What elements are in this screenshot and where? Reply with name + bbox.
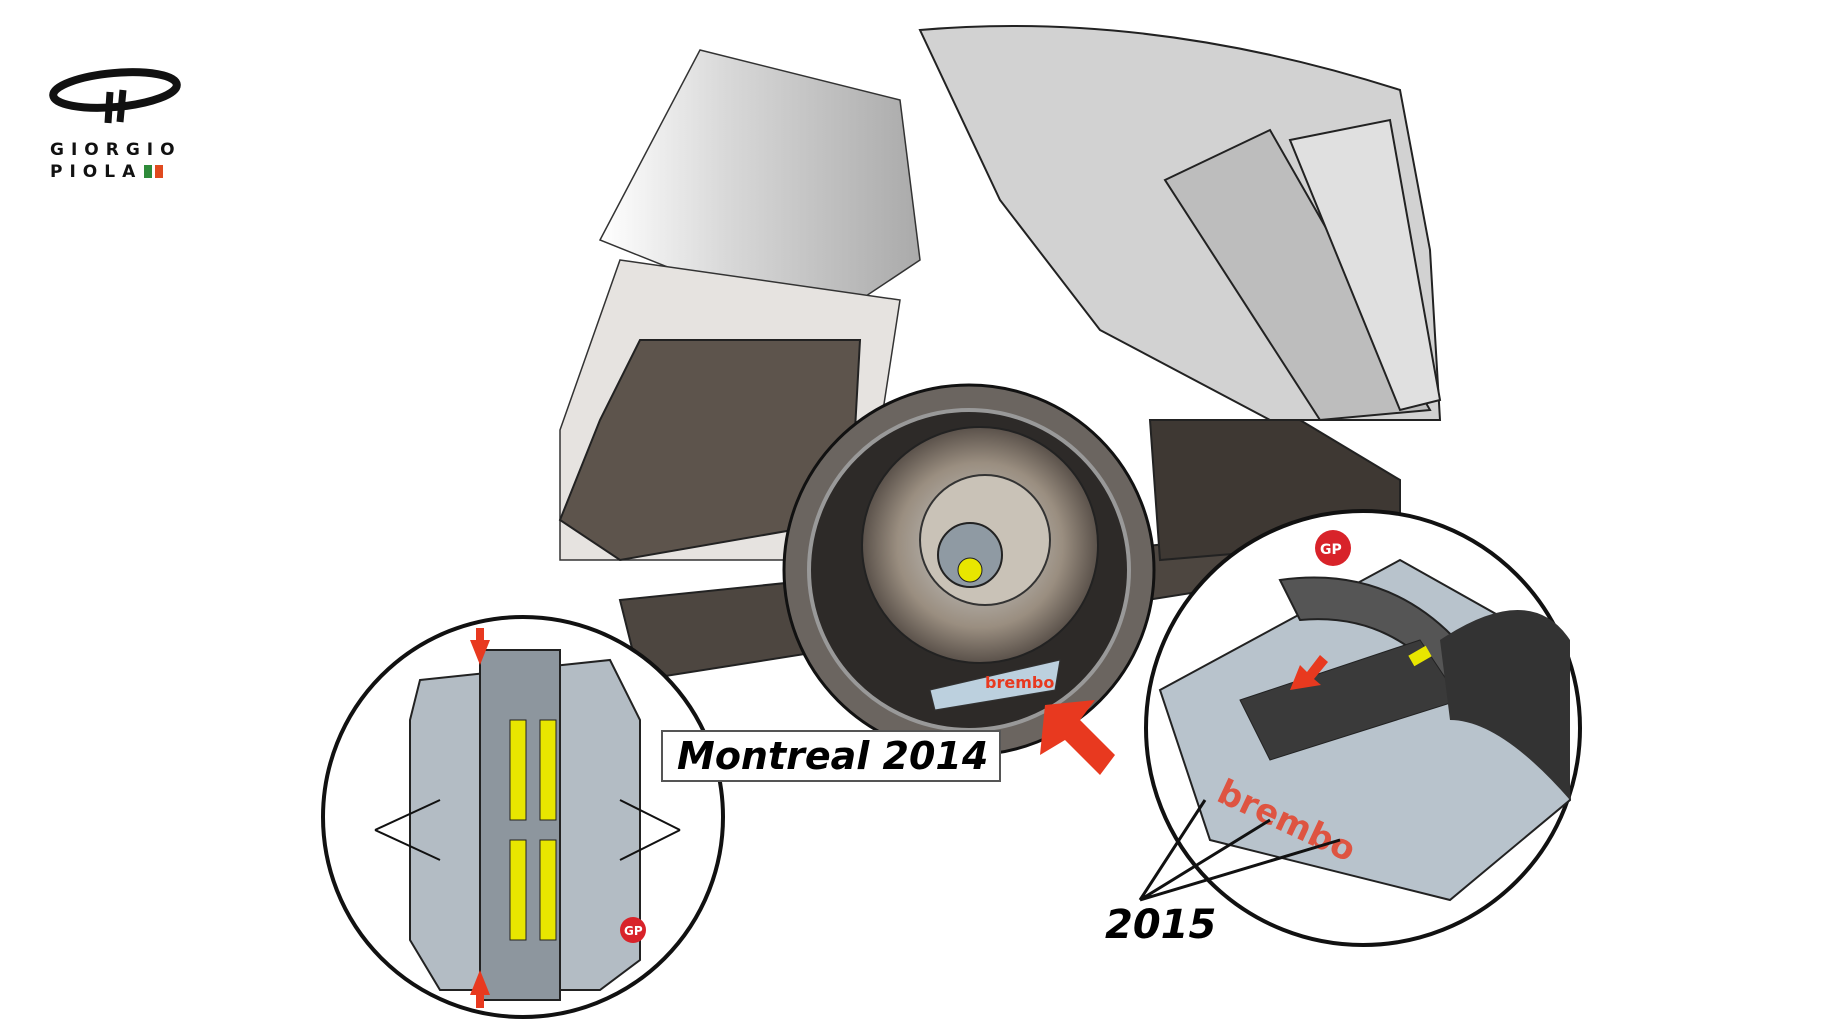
red-arrow-icon [470, 970, 490, 1008]
italian-flag-green [144, 165, 153, 178]
inset-caliper-2015: brembo GP [1138, 509, 1582, 947]
rear-wing-endplate [918, 25, 1442, 422]
caption-2015: 2015 [1105, 902, 1217, 948]
brake-duct-wheel: brembo [782, 383, 1156, 757]
red-arrow-icon [1040, 700, 1115, 775]
caption-montreal-2014: Montreal 2014 [661, 730, 1001, 782]
inset-caliper-2014: GP [321, 615, 725, 1019]
logo-line-piola: PIOLA [50, 162, 164, 182]
red-arrow-icon [470, 628, 490, 665]
gp-badge: GP [1320, 542, 1342, 558]
giorgio-piola-logo [49, 68, 181, 124]
red-arrow-icon [1290, 655, 1328, 690]
italian-flag-red [155, 165, 164, 178]
logo-line-giorgio: GIORGIO [50, 140, 182, 160]
logo-piola-text: PIOLA [50, 162, 143, 182]
brembo-logo: brembo [985, 673, 1054, 692]
gp-badge: GP [624, 924, 643, 938]
